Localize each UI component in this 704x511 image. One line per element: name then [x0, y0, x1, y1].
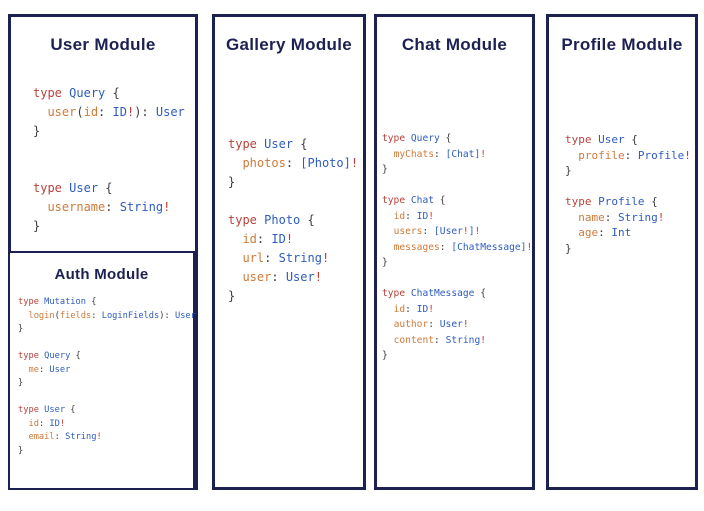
auth-module-panel: Auth Module type Mutation { login(fields… — [8, 251, 196, 490]
profile-module-code: type User { profile: Profile!} type Prof… — [565, 133, 691, 255]
auth-module-title: Auth Module — [54, 266, 149, 283]
auth-module-code: type Mutation { login(fields: LoginField… — [18, 297, 196, 456]
chat-module-panel: Chat Module type Query { myChats: [Chat]… — [374, 14, 535, 490]
profile-module-panel: Profile Module type User { profile: Prof… — [546, 14, 698, 490]
user-module-code: type Query { user(id: ID!): User} type U… — [33, 86, 185, 233]
gallery-module-title: Gallery Module — [225, 35, 353, 54]
profile-module-title: Profile Module — [561, 35, 683, 54]
chat-module-title: Chat Module — [401, 35, 508, 54]
user-module-panel: User Module type Query { user(id: ID!): … — [8, 14, 198, 490]
chat-module-code: type Query { myChats: [Chat]!} type Chat… — [382, 133, 533, 361]
gallery-module-code: type User { photos: [Photo]!} type Photo… — [228, 137, 359, 303]
gallery-module-panel: Gallery Module type User { photos: [Phot… — [212, 14, 366, 490]
user-module-title: User Module — [50, 35, 156, 54]
